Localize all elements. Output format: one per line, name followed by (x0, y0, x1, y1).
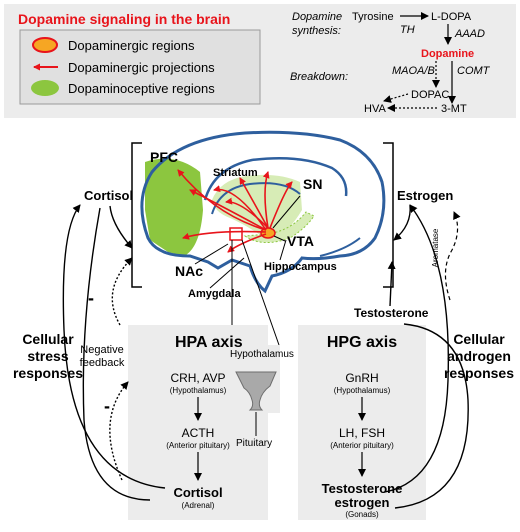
inset-line-right (241, 239, 280, 346)
dopamine-label: Dopamine (421, 48, 474, 60)
cerebellum-line (319, 237, 361, 257)
hpg-estrogen-label: estrogen (335, 495, 390, 510)
negative-feedback-lower-arrow (109, 381, 129, 481)
synthesis-label-2: synthesis: (292, 25, 341, 37)
brain-outline (140, 130, 386, 294)
acth-sub: (Anterior pituitary) (166, 441, 230, 450)
tyrosine-label: Tyrosine (352, 11, 394, 23)
inset-pituitary-label: Pituitary (236, 438, 272, 449)
dopac-label: DOPAC (411, 89, 449, 101)
maoab-label: MAOA/B (392, 65, 435, 77)
sn-label: SN (303, 176, 322, 192)
crh-label: CRH, AVP (170, 371, 225, 385)
minus-sign-upper: - (88, 288, 94, 308)
cortisol-loop-line (82, 207, 151, 501)
left-cellular: Cellular (22, 331, 74, 347)
hpg-testosterone-label: Testosterone (322, 481, 403, 496)
minus-sign-lower: - (104, 396, 110, 416)
lhfsh-sub: (Anterior pituitary) (330, 441, 394, 450)
hpa-title: HPA axis (175, 334, 243, 351)
green-region-icon (31, 80, 59, 96)
right-responses: responses (444, 365, 514, 381)
acth-label: ACTH (182, 426, 215, 440)
legend-projections: Dopaminergic projections (68, 60, 215, 75)
left-cortisol-label: Cortisol (84, 188, 133, 203)
hippocampus-label: Hippocampus (264, 261, 337, 273)
right-estrogen-label: Estrogen (397, 188, 453, 203)
testosterone-loop-line (394, 323, 469, 509)
legend-dopaminoceptive: Dopaminoceptive regions (68, 81, 215, 96)
aaad-label: AAAD (454, 28, 485, 40)
amygdala-label: Amygdala (188, 288, 241, 300)
hpa-cortisol-label: Cortisol (173, 485, 222, 500)
comt-label: COMT (457, 65, 491, 77)
androgen-response-arrow (384, 204, 450, 493)
right-androgen: androgen (447, 348, 511, 364)
nac-label: NAc (175, 263, 203, 279)
aromatase-label: Aromatase (431, 228, 440, 267)
cortisol-to-brain-arrow (109, 205, 133, 249)
testosterone-label: Testosterone (354, 306, 429, 320)
right-cellular: Cellular (453, 331, 505, 347)
ldopa-label: L-DOPA (431, 11, 472, 23)
mt3-label: 3-MT (441, 103, 467, 115)
left-responses: responses (13, 365, 83, 381)
dopac-to-hva-arrow (383, 93, 409, 103)
negative-feedback-upper-arrow (111, 257, 133, 326)
legend-box (19, 29, 261, 105)
nac-pointer (194, 243, 229, 265)
orange-region-icon (32, 37, 58, 53)
gnrh-label: GnRH (345, 371, 378, 385)
diagram-title: Dopamine signaling in the brain (18, 11, 230, 27)
striatum-label: Striatum (213, 167, 258, 179)
gonads-sub: (Gonads) (345, 510, 379, 519)
aromatase-arrow (444, 211, 461, 301)
feedback-label: feedback (80, 357, 125, 369)
lhfsh-label: LH, FSH (339, 426, 385, 440)
left-bracket (131, 142, 142, 288)
hpg-panel (298, 325, 426, 520)
pfc-region (145, 158, 203, 256)
pituitary-shape (235, 371, 277, 411)
th-label: TH (400, 24, 415, 36)
hva-label: HVA (364, 103, 386, 115)
dopamine-projections (177, 169, 293, 253)
gnrh-sub: (Hypothalamus) (334, 386, 391, 395)
hpg-title: HPG axis (327, 334, 397, 351)
inset-hypothalamus-label: Hypothalamus (230, 349, 294, 360)
right-bracket (383, 142, 394, 288)
hippocampus-pointer (279, 239, 287, 261)
legend-regions: Dopaminergic regions (68, 38, 195, 53)
synthesis-label-1: Dopamine (292, 11, 342, 23)
negative-label: Negative (80, 344, 123, 356)
amygdala-pointer (209, 257, 245, 289)
vta-pointer (273, 235, 286, 242)
vta-label: VTA (287, 233, 314, 249)
cortisol-sub: (Adrenal) (182, 501, 215, 510)
corpus-callosum (203, 156, 348, 201)
estrogen-to-brain-arrow (393, 204, 411, 241)
left-stress: stress (27, 348, 68, 364)
testosterone-to-brain-arrow (387, 261, 396, 307)
pfc-label: PFC (150, 149, 178, 165)
breakdown-label: Breakdown: (290, 71, 348, 83)
crh-sub: (Hypothalamus) (170, 386, 227, 395)
hypothalamus-box (229, 227, 243, 241)
stress-response-arrow (62, 204, 166, 489)
sn-pointer (272, 195, 301, 229)
